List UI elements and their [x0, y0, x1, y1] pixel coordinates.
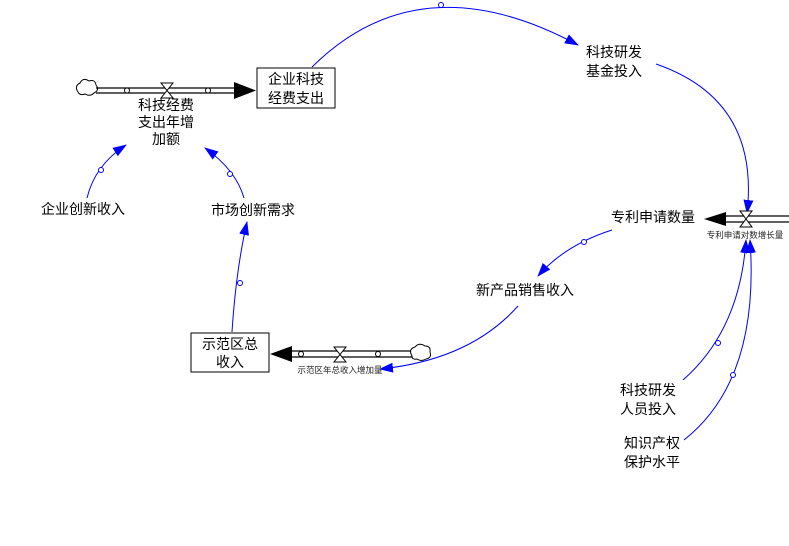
link-fund-to-patent-growth	[655, 63, 754, 214]
link-sales-to-revenue-increase	[379, 305, 519, 373]
cloud-icon	[75, 78, 99, 96]
flow-arrowhead	[704, 212, 726, 226]
valve-icon	[159, 82, 175, 99]
stock-label: 经费支出	[268, 91, 324, 107]
link-demand-to-spending-increase	[204, 147, 245, 199]
stock-label: 企业科技	[268, 71, 324, 88]
var-new-product-sales[interactable]: 新产品销售收入	[476, 283, 574, 299]
link-spending-to-fund	[311, 6, 579, 68]
flow-arrowhead	[234, 82, 256, 99]
variable-label: 人员投入	[620, 402, 676, 418]
flow-arrowhead	[270, 346, 292, 362]
flow-revenue-increase[interactable]: 示范区年总收入增加量	[270, 343, 431, 376]
link-ip-to-patent-growth	[683, 239, 756, 441]
flow-label: 专利申请对数增长量	[707, 230, 784, 241]
stock-label: 示范区总	[202, 336, 258, 353]
cloud-icon	[410, 343, 431, 361]
link-income-to-spending-increase	[86, 144, 127, 199]
link-patent-to-sales	[537, 229, 613, 277]
flow-label: 科技经费	[138, 98, 194, 114]
stock-enterprise-rd-spending[interactable]: 企业科技 经费支出	[256, 67, 336, 109]
var-patent-count[interactable]: 专利申请数量	[611, 210, 695, 226]
flow-label: 加额	[152, 132, 180, 148]
variable-label: 科技研发	[620, 383, 676, 399]
valve-icon	[739, 210, 753, 228]
stock-demo-zone-revenue[interactable]: 示范区总 收入	[190, 332, 270, 373]
var-market-demand[interactable]: 市场创新需求	[211, 202, 295, 219]
variable-label: 科技研发	[586, 45, 642, 61]
variable-label: 保护水平	[624, 455, 680, 471]
valve-icon	[332, 346, 348, 363]
var-rd-personnel[interactable]: 科技研发 人员投入	[620, 383, 676, 418]
stock-label: 收入	[216, 355, 244, 371]
flow-label: 示范区年总收入增加量	[297, 365, 383, 376]
var-ip-protection[interactable]: 知识产权 保护水平	[624, 435, 680, 471]
link-personnel-to-patent-growth	[682, 239, 751, 381]
link-revenue-to-demand	[231, 221, 249, 333]
var-enterprise-innovation-income[interactable]: 企业创新收入	[41, 201, 125, 218]
flow-rd-spending-increase[interactable]: 科技经费 支出年增 加额	[75, 78, 256, 148]
variable-label: 知识产权	[624, 435, 680, 452]
var-rd-fund[interactable]: 科技研发 基金投入	[586, 45, 642, 80]
flow-label: 支出年增	[138, 115, 194, 131]
variable-label: 基金投入	[586, 63, 642, 80]
flow-patent-log-growth[interactable]: 专利申请对数增长量	[704, 210, 789, 241]
